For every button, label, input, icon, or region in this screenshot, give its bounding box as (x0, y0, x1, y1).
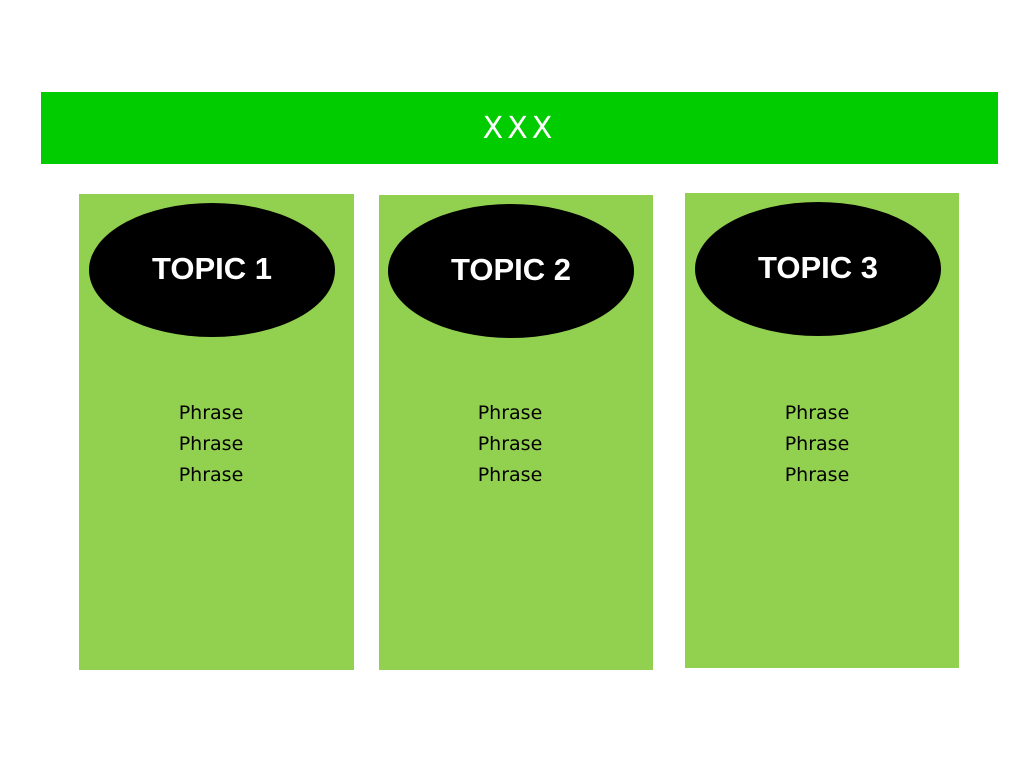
banner-title: XXX (482, 110, 557, 146)
topic-ellipse-2: TOPIC 2 (388, 204, 634, 338)
phrase-list-1: Phrase Phrase Phrase (111, 398, 311, 491)
phrase-item: Phrase (178, 433, 244, 455)
phrase-list-2: Phrase Phrase Phrase (410, 398, 610, 491)
topic-ellipse-3: TOPIC 3 (695, 202, 941, 336)
phrase-item: Phrase (477, 464, 543, 486)
topic-label-1: TOPIC 1 (151, 251, 273, 286)
topic-ellipse-1: TOPIC 1 (89, 203, 335, 337)
title-banner: XXX (41, 92, 998, 164)
phrase-item: Phrase (178, 464, 244, 486)
phrase-item: Phrase (784, 402, 850, 424)
topic-label-3: TOPIC 3 (757, 250, 879, 285)
phrase-item: Phrase (784, 464, 850, 486)
phrase-item: Phrase (477, 433, 543, 455)
phrase-list-3: Phrase Phrase Phrase (717, 398, 917, 491)
phrase-item: Phrase (477, 402, 543, 424)
phrase-item: Phrase (784, 433, 850, 455)
topic-label-2: TOPIC 2 (450, 252, 572, 287)
phrase-item: Phrase (178, 402, 244, 424)
